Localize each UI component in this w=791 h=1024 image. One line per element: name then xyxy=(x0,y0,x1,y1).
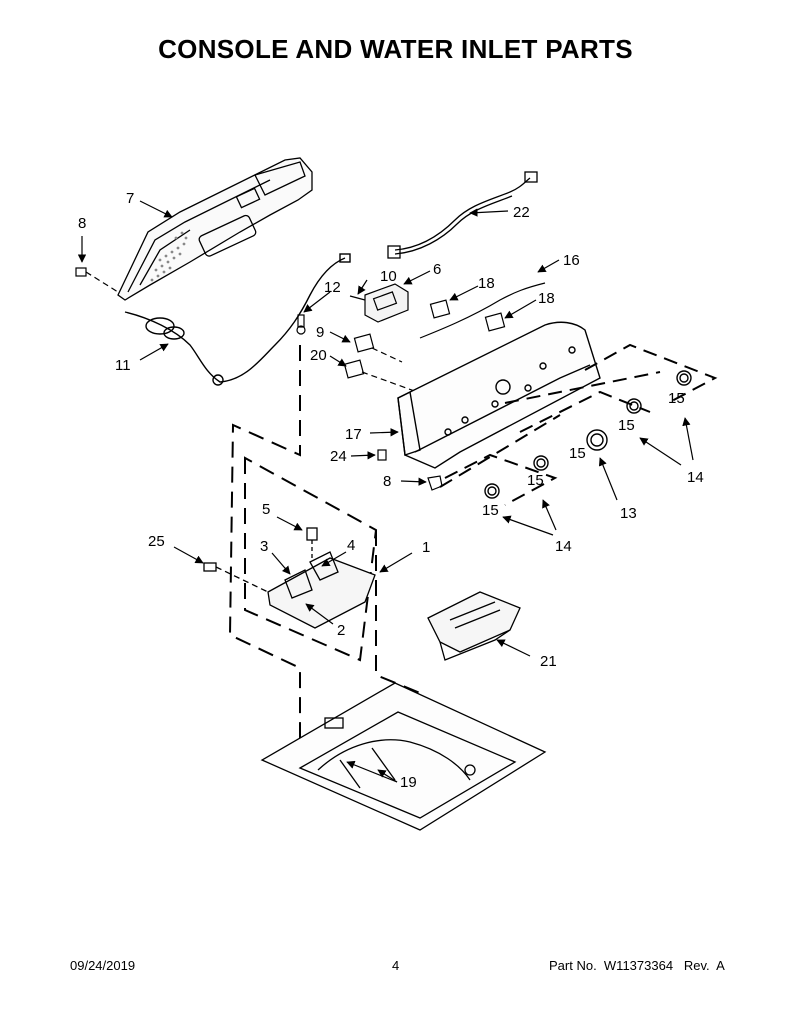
switches-18 xyxy=(419,282,546,339)
callout-12: 12 xyxy=(324,279,341,296)
callout-3: 3 xyxy=(260,538,268,555)
inlet-hose xyxy=(124,253,351,386)
callout-22: 22 xyxy=(513,204,530,221)
callout-25: 25 xyxy=(148,533,165,550)
callout-13: 13 xyxy=(620,505,637,522)
callout-16: 16 xyxy=(563,252,580,269)
callout-labels: 1 2 3 4 5 6 7 8 8 9 10 11 12 13 14 14 15… xyxy=(78,190,704,791)
callout-6: 6 xyxy=(433,261,441,278)
callout-8b: 8 xyxy=(383,473,391,490)
footer-page-number: 4 xyxy=(392,958,400,973)
footer-part-number: Part No. W11373364 Rev. A xyxy=(549,958,725,973)
dispenser-drawer xyxy=(427,591,521,661)
page-title: CONSOLE AND WATER INLET PARTS xyxy=(158,34,633,64)
callout-19: 19 xyxy=(400,774,417,791)
clips-24-8 xyxy=(377,449,443,491)
callout-14a: 14 xyxy=(687,469,704,486)
callout-18a: 18 xyxy=(478,275,495,292)
screw-12 xyxy=(296,314,306,335)
callout-10: 10 xyxy=(380,268,397,285)
knob-group-brackets xyxy=(439,343,718,506)
control-board xyxy=(349,283,409,323)
callout-20: 20 xyxy=(310,347,327,364)
callout-24: 24 xyxy=(330,448,347,465)
callout-15a: 15 xyxy=(668,390,685,407)
callout-7: 7 xyxy=(126,190,134,207)
callout-14b: 14 xyxy=(555,538,572,555)
callout-8a: 8 xyxy=(78,215,86,232)
callout-15b: 15 xyxy=(618,417,635,434)
leader-lines xyxy=(77,200,694,783)
callout-4: 4 xyxy=(347,537,355,554)
water-valve-assembly xyxy=(203,527,376,629)
switches-9-20 xyxy=(343,333,421,394)
callout-15e: 15 xyxy=(482,502,499,519)
knobs-15-13 xyxy=(484,370,692,499)
callout-15d: 15 xyxy=(527,472,544,489)
console-17 xyxy=(397,321,601,469)
footer-date: 09/24/2019 xyxy=(70,958,136,973)
callout-11: 11 xyxy=(115,357,131,374)
callout-2: 2 xyxy=(337,622,345,639)
callout-18b: 18 xyxy=(538,290,555,307)
callout-9: 9 xyxy=(316,324,324,341)
callout-1: 1 xyxy=(422,539,430,556)
wire-harness-top xyxy=(387,171,538,259)
callout-5: 5 xyxy=(262,501,270,518)
screw-8-left xyxy=(75,267,119,293)
callout-17: 17 xyxy=(345,426,362,443)
top-cover xyxy=(260,682,547,831)
callout-21: 21 xyxy=(540,653,557,670)
rear-console-panel xyxy=(117,157,313,301)
callout-15c: 15 xyxy=(569,445,586,462)
